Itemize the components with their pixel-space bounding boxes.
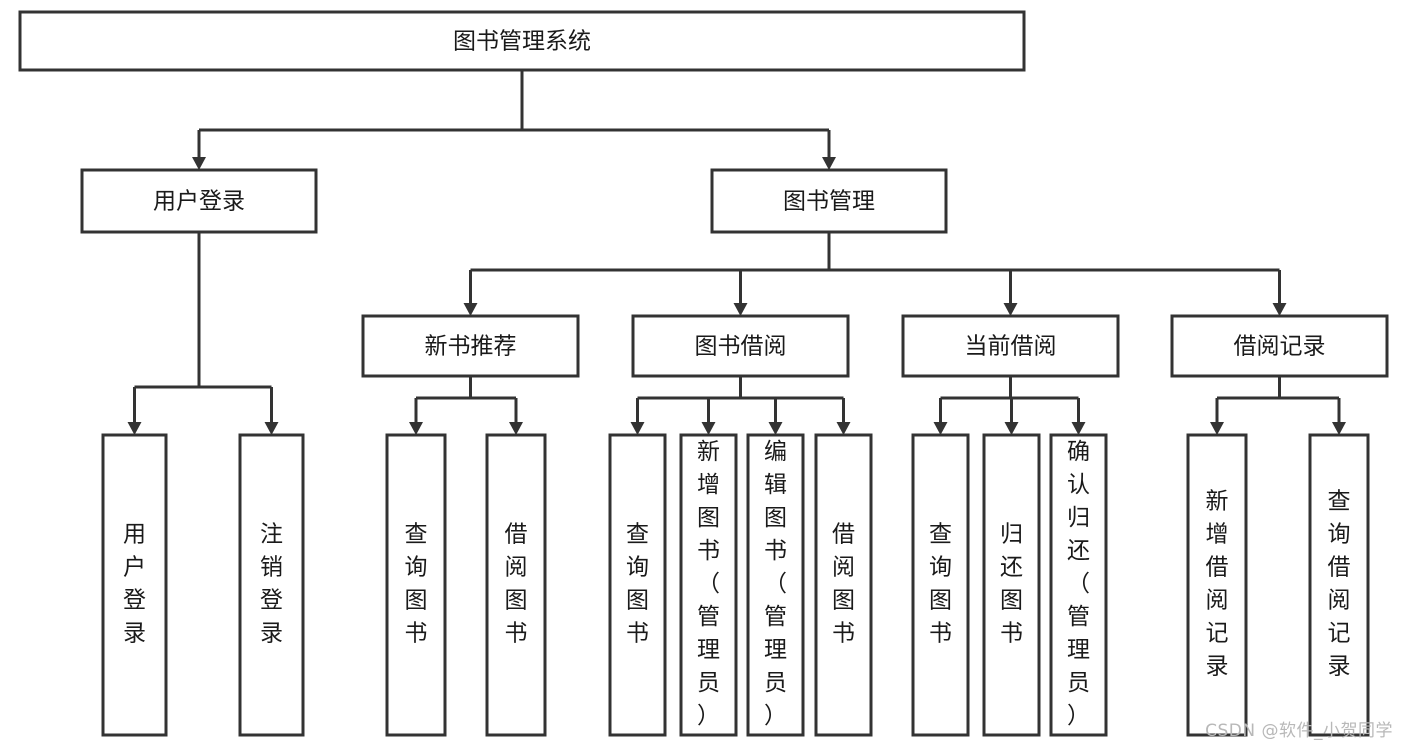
node-leaf_7[interactable]: 编辑图书（管理员） <box>746 433 805 737</box>
node-box <box>631 314 850 378</box>
node-l2_2[interactable]: 图书管理 <box>710 168 948 234</box>
watermark-text: CSDN @软件_小贺同学 <box>1205 721 1393 741</box>
edges-layer <box>127 70 1346 435</box>
node-label: 查询图书 <box>405 522 428 647</box>
node-leaf_12[interactable]: 新增借阅记录 <box>1186 433 1248 737</box>
node-label: 确认归还（管理员） <box>1067 439 1090 729</box>
node-label: 归还图书 <box>1000 522 1023 647</box>
node-leaf_8[interactable]: 借阅图书 <box>814 433 873 737</box>
node-leaf_4[interactable]: 借阅图书 <box>485 433 547 737</box>
node-leaf_3[interactable]: 查询图书 <box>385 433 447 737</box>
node-leaf_9[interactable]: 查询图书 <box>911 433 970 737</box>
node-label: 查询图书 <box>929 522 952 647</box>
node-box <box>911 433 970 737</box>
node-label: 借阅记录 <box>1234 334 1326 360</box>
node-label: 编辑图书（管理员） <box>764 439 787 729</box>
node-box <box>1170 314 1389 378</box>
node-label: 新书推荐 <box>425 334 517 360</box>
node-label: 图书管理系统 <box>453 29 591 55</box>
node-leaf_1[interactable]: 用户登录 <box>101 433 168 737</box>
node-box <box>1049 433 1108 737</box>
node-box <box>485 433 547 737</box>
node-label: 查询借阅记录 <box>1328 489 1351 680</box>
node-leaf_10[interactable]: 归还图书 <box>982 433 1041 737</box>
node-box <box>608 433 667 737</box>
node-l3_2[interactable]: 图书借阅 <box>631 314 850 378</box>
node-box <box>18 10 1026 72</box>
node-label: 当前借阅 <box>965 334 1057 360</box>
node-leaf_11[interactable]: 确认归还（管理员） <box>1049 433 1108 737</box>
node-box <box>679 433 738 737</box>
node-label: 借阅图书 <box>832 522 855 647</box>
node-label: 新增借阅记录 <box>1206 489 1229 680</box>
node-label: 注销登录 <box>260 522 283 647</box>
node-box <box>746 433 805 737</box>
node-box <box>901 314 1120 378</box>
node-box <box>101 433 168 737</box>
node-leaf_2[interactable]: 注销登录 <box>238 433 305 737</box>
node-label: 图书借阅 <box>695 334 787 360</box>
node-label: 查询图书 <box>626 522 649 647</box>
node-label: 用户登录 <box>153 189 245 215</box>
node-label: 用户登录 <box>123 522 146 647</box>
node-l3_3[interactable]: 当前借阅 <box>901 314 1120 378</box>
node-label: 新增图书（管理员） <box>697 439 720 729</box>
node-box <box>1308 433 1370 737</box>
node-box <box>361 314 580 378</box>
node-leaf_13[interactable]: 查询借阅记录 <box>1308 433 1370 737</box>
node-l3_1[interactable]: 新书推荐 <box>361 314 580 378</box>
node-root[interactable]: 图书管理系统 <box>18 10 1026 72</box>
node-box <box>238 433 305 737</box>
nodes-layer: 图书管理系统用户登录图书管理新书推荐图书借阅当前借阅借阅记录用户登录注销登录查询… <box>18 10 1389 737</box>
node-box <box>982 433 1041 737</box>
node-box <box>710 168 948 234</box>
node-box <box>385 433 447 737</box>
node-box <box>1186 433 1248 737</box>
node-l2_1[interactable]: 用户登录 <box>80 168 318 234</box>
node-box <box>814 433 873 737</box>
node-label: 图书管理 <box>783 189 875 215</box>
node-l3_4[interactable]: 借阅记录 <box>1170 314 1389 378</box>
node-box <box>80 168 318 234</box>
node-leaf_5[interactable]: 查询图书 <box>608 433 667 737</box>
node-label: 借阅图书 <box>505 522 528 647</box>
node-leaf_6[interactable]: 新增图书（管理员） <box>679 433 738 737</box>
